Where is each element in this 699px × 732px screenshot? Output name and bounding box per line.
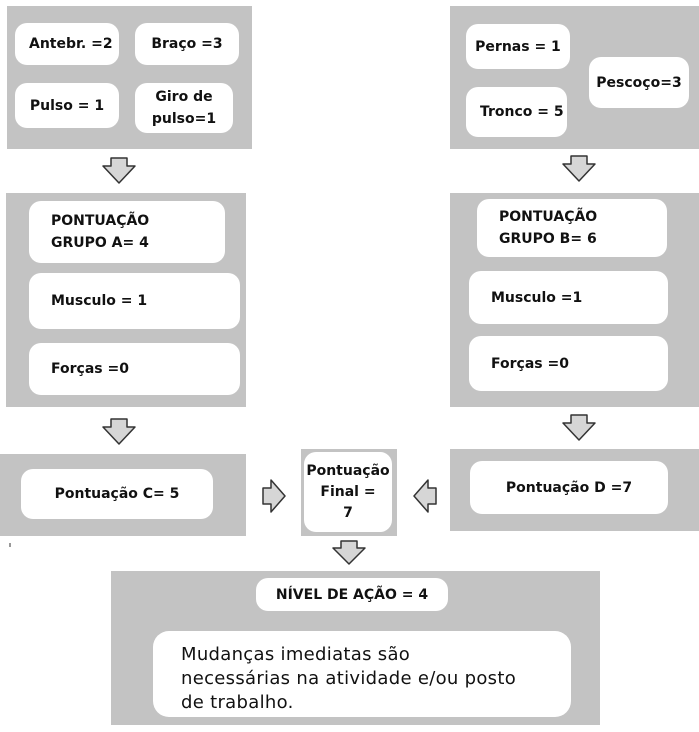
stray-mark (9, 543, 11, 547)
group-a-musculo-box: Musculo = 1 (29, 273, 240, 329)
action-description-box: Mudanças imediatas são necessárias na at… (153, 631, 571, 717)
pescoco-box: Pescoço=3 (589, 57, 689, 108)
group-b-title-box: PONTUAÇÃO GRUPO B= 6 (477, 199, 667, 257)
final-score-panel: Pontuação Final = 7 (301, 449, 397, 536)
braco-box: Braço =3 (135, 23, 239, 65)
arrow-down-final-icon (332, 540, 366, 566)
score-d-box: Pontuação D =7 (470, 461, 668, 514)
group-a-inputs-panel: Antebr. =2 Braço =3 Pulso = 1 Giro de pu… (7, 6, 252, 149)
giro-pulso-box: Giro de pulso=1 (135, 83, 233, 133)
group-b-inputs-panel: Pernas = 1 Pescoço=3 Tronco = 5 (450, 6, 699, 149)
action-level-box: NÍVEL DE AÇÃO = 4 (256, 578, 448, 611)
group-a-title-box: PONTUAÇÃO GRUPO A= 4 (29, 201, 225, 263)
arrow-down-a2-icon (102, 418, 136, 446)
arrow-down-b2-icon (562, 414, 596, 442)
group-a-forcas-box: Forças =0 (29, 343, 240, 395)
group-b-score-panel: PONTUAÇÃO GRUPO B= 6 Musculo =1 Forças =… (450, 193, 699, 407)
antebraco-box: Antebr. =2 (15, 23, 119, 65)
score-c-panel: Pontuação C= 5 (0, 454, 246, 536)
pernas-box: Pernas = 1 (466, 24, 570, 69)
arrow-right-c-icon (262, 478, 286, 514)
group-a-score-panel: PONTUAÇÃO GRUPO A= 4 Musculo = 1 Forças … (6, 193, 246, 407)
tronco-box: Tronco = 5 (466, 87, 567, 137)
action-level-panel: NÍVEL DE AÇÃO = 4 Mudanças imediatas são… (111, 571, 600, 725)
final-score-box: Pontuação Final = 7 (304, 452, 392, 532)
score-c-box: Pontuação C= 5 (21, 469, 213, 519)
pulso-box: Pulso = 1 (15, 83, 119, 128)
score-d-panel: Pontuação D =7 (450, 449, 699, 531)
arrow-down-a1-icon (102, 157, 136, 185)
group-b-musculo-box: Musculo =1 (469, 271, 668, 324)
group-b-forcas-box: Forças =0 (469, 336, 668, 391)
arrow-down-b1-icon (562, 155, 596, 183)
arrow-left-d-icon (413, 478, 437, 514)
